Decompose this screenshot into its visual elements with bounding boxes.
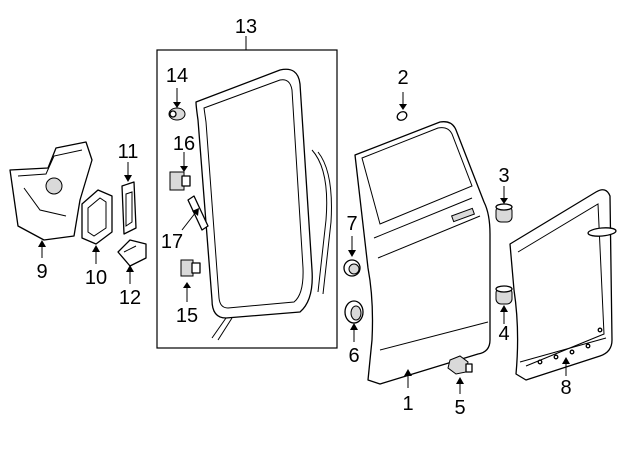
callout-6: 6: [348, 345, 359, 367]
callout-11: 11: [118, 141, 139, 163]
callout-5: 5: [454, 397, 465, 419]
callout-1: 1: [402, 393, 413, 415]
callout-12: 12: [119, 287, 141, 309]
part-6-grommet: [344, 300, 364, 342]
part-8-outer-panel: [509, 189, 617, 381]
door-weatherstrip: [195, 68, 332, 341]
part-12-cover: [117, 239, 147, 284]
weatherstrip-group-frame: [156, 36, 338, 349]
callout-3: 3: [498, 165, 509, 187]
panel-holes: [537, 327, 603, 365]
callout-14: 14: [166, 65, 188, 87]
callout-9: 9: [36, 261, 47, 283]
part-7-grommet: [343, 236, 361, 277]
part-11-bracket: [121, 162, 137, 235]
callout-labels: 1 2 3 4 5 6 7 8 9 10 11 12 13 14 15 16 1…: [36, 16, 571, 419]
callout-10: 10: [85, 267, 107, 289]
callout-8: 8: [560, 377, 571, 399]
callout-2: 2: [397, 67, 408, 89]
part-16-clip: [169, 152, 191, 191]
group-box: [156, 49, 338, 349]
part-14-clip: [168, 88, 186, 121]
part-4-bumper: [495, 285, 513, 324]
part-3-bumper: [495, 186, 513, 223]
callout-13: 13: [235, 16, 257, 38]
callout-7: 7: [346, 213, 357, 235]
part-17-strip: [181, 195, 209, 231]
callout-16: 16: [173, 133, 195, 155]
part-9-water-shield: [9, 141, 93, 258]
callout-17: 17: [161, 231, 183, 253]
part-2-plug: [396, 92, 408, 121]
part-1-door-shell: [354, 121, 491, 388]
part-15-clip: [180, 259, 201, 302]
part-10-bracket: [81, 189, 113, 264]
part-5-bolt: [447, 355, 473, 394]
callout-4: 4: [498, 323, 509, 345]
callout-15: 15: [176, 305, 198, 327]
